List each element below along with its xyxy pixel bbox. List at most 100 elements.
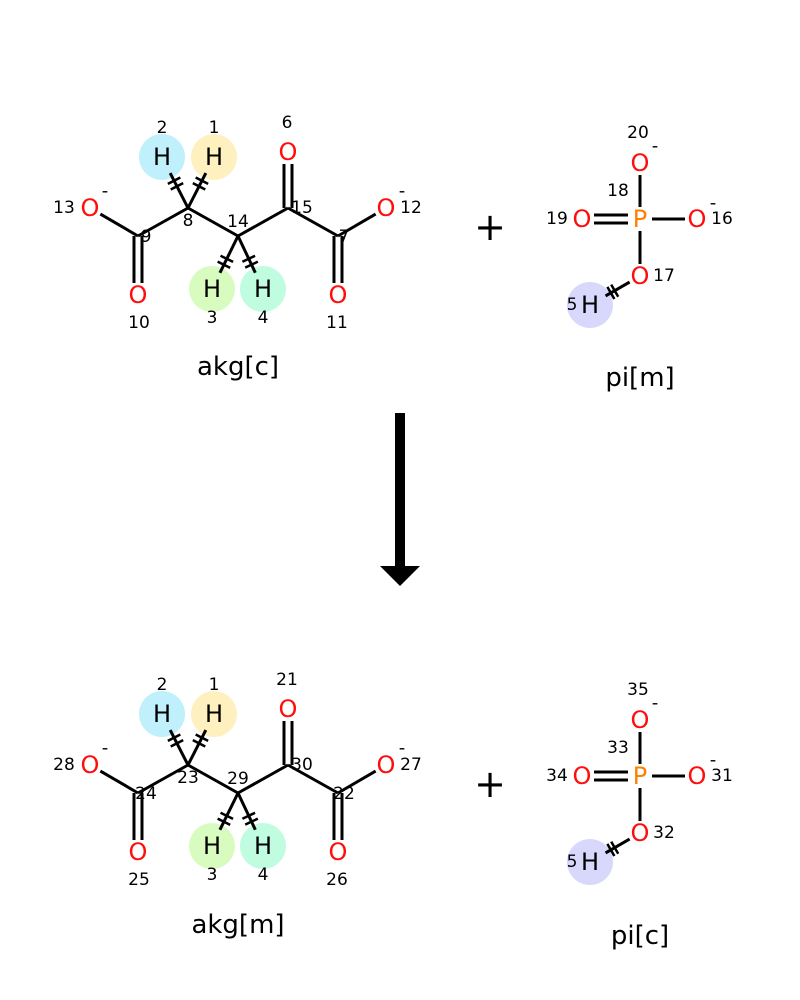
molecule-name: pi[m] [605, 363, 674, 393]
single-bond [287, 763, 339, 795]
atom-index: 16 [711, 209, 733, 229]
atom-o: O [631, 149, 650, 177]
atom-index: 27 [400, 755, 422, 775]
double-bond [282, 164, 294, 208]
atom-index: 30 [291, 755, 313, 775]
atom-index: 11 [326, 313, 348, 333]
atom-p: P [633, 762, 647, 790]
atom-o: O [573, 205, 592, 233]
atom-index: 21 [276, 670, 298, 690]
hydrogen-bond [186, 729, 209, 766]
atom-h: H [254, 832, 272, 860]
hydrogen-bond [217, 235, 240, 274]
atom-index: 15 [291, 198, 313, 218]
arrow-shaft [395, 413, 405, 569]
atom-o: O [688, 205, 707, 233]
atom-index: 7 [339, 227, 350, 247]
atom-index: 5 [567, 852, 578, 872]
atom-o: O [688, 762, 707, 790]
single-bond [99, 212, 139, 238]
single-bond [337, 212, 377, 238]
atom-p: P [633, 205, 647, 233]
atom-o: O [81, 751, 100, 779]
atom-highlight [139, 691, 185, 737]
plus-sign-reactants: + [474, 205, 506, 249]
atom-index: 23 [177, 768, 199, 788]
atom-h: H [203, 275, 221, 303]
atom-h: H [581, 848, 599, 876]
atom-index: 29 [227, 769, 249, 789]
atom-highlight [189, 823, 235, 869]
atom-h: H [205, 700, 223, 728]
hydrogen-bond [236, 235, 259, 274]
double-bond [594, 770, 628, 782]
atom-index: 2 [157, 675, 168, 695]
hydrogen-bond [167, 172, 190, 209]
atom-h: H [203, 832, 221, 860]
hydrogen-bond [186, 172, 209, 209]
arrow-head [380, 566, 420, 586]
single-bond [137, 206, 189, 238]
double-bond [132, 793, 144, 840]
single-bond [237, 206, 289, 238]
atom-index: 10 [128, 313, 150, 333]
hydrogen-bond [604, 280, 631, 300]
atom-index: 9 [141, 227, 152, 247]
atom-index: 14 [227, 212, 249, 232]
single-bond [187, 206, 239, 238]
atom-highlight [567, 839, 613, 885]
atom-o: O [631, 262, 650, 290]
charge-label: - [652, 136, 659, 157]
atom-index: 3 [207, 865, 218, 885]
reaction-arrow [380, 413, 420, 586]
atom-index: 1 [209, 675, 220, 695]
atom-highlight [191, 134, 237, 180]
charge-label: - [102, 738, 109, 759]
plus-sign-products: + [474, 762, 506, 806]
molecule-name: pi[c] [611, 921, 669, 951]
charge-label: - [399, 181, 406, 202]
atom-o: O [279, 695, 298, 723]
charge-label: - [399, 738, 406, 759]
atom-o: O [631, 819, 650, 847]
single-bond [337, 769, 377, 795]
atom-index: 24 [135, 784, 157, 804]
molecule-name: akg[c] [197, 352, 279, 382]
double-bond [282, 721, 294, 765]
atom-o: O [377, 194, 396, 222]
atom-index: 33 [607, 738, 629, 758]
atom-index: 17 [653, 266, 675, 286]
atom-index: 8 [183, 211, 194, 231]
atom-index: 6 [282, 113, 293, 133]
atom-index: 18 [607, 181, 629, 201]
double-bond [594, 213, 628, 225]
hydrogen-bond [217, 792, 240, 831]
atom-highlight [240, 266, 286, 312]
atom-h: H [254, 275, 272, 303]
atom-o: O [377, 751, 396, 779]
atom-o: O [573, 762, 592, 790]
molecule-name: akg[m] [191, 910, 284, 940]
atom-index: 20 [627, 123, 649, 143]
double-bond [132, 236, 144, 283]
atom-highlight [240, 823, 286, 869]
single-bond [237, 763, 289, 795]
atom-index: 32 [653, 823, 675, 843]
atom-index: 2 [157, 118, 168, 138]
double-bond [332, 793, 344, 840]
atom-index: 25 [128, 870, 150, 890]
single-bond [99, 769, 139, 795]
atom-o: O [329, 838, 348, 866]
atom-index: 31 [711, 766, 733, 786]
atom-index: 22 [333, 784, 355, 804]
hydrogen-bond [167, 729, 190, 766]
atom-index: 3 [207, 308, 218, 328]
atom-index: 28 [53, 755, 75, 775]
single-bond [187, 763, 239, 795]
charge-label: - [652, 693, 659, 714]
atom-o: O [129, 281, 148, 309]
